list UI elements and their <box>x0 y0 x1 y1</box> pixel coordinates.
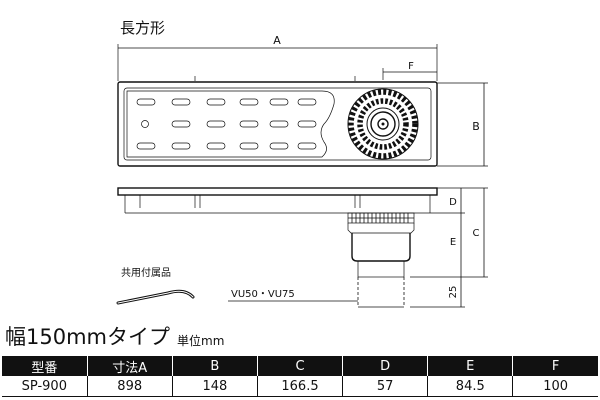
dimension-25-label: 25 <box>448 286 459 299</box>
header-dim-a: 寸法A <box>86 356 173 376</box>
dimension-d-label: D <box>449 197 457 208</box>
header-dim-b: B <box>171 356 258 376</box>
circular-drain <box>347 88 419 160</box>
dimension-a: A <box>117 34 438 81</box>
header-dim-d: D <box>342 356 428 376</box>
dimension-e: E <box>410 213 488 278</box>
drain-slots <box>136 98 317 150</box>
header-model: 型番 <box>2 356 88 376</box>
dimension-b: B <box>437 82 488 167</box>
shape-label: 長方形 <box>120 19 165 37</box>
grate-frame <box>117 81 438 167</box>
dimension-e-label: E <box>450 237 456 248</box>
accessory-label: 共用付属品 <box>121 266 171 279</box>
spec-table-header-row: 型番 寸法A B C D E F <box>2 356 598 376</box>
cell-dim-d: 57 <box>342 376 428 397</box>
table-row: SP-900 898 148 166.5 57 84.5 100 <box>2 376 598 397</box>
dimension-f-label: F <box>408 61 414 72</box>
pipe-label: VU50・VU75 <box>231 289 295 300</box>
vu-pipe-outline: VU50・VU75 <box>228 277 405 308</box>
cell-dim-f: 100 <box>512 376 598 397</box>
header-dim-e: E <box>427 356 513 376</box>
spec-table: 型番 寸法A B C D E F SP-900 898 148 166.5 57… <box>2 356 598 397</box>
top-view: A F B <box>117 34 488 167</box>
cell-dim-c: 166.5 <box>256 376 343 397</box>
accessory: 共用付属品 <box>116 266 195 305</box>
dimension-c-label: C <box>473 228 480 239</box>
technical-drawing: 長方形 A F B <box>116 19 488 308</box>
spec-unit: 単位mm <box>177 334 225 348</box>
cell-model: SP-900 <box>2 376 88 397</box>
side-view: D E C 25 VU50・VU75 <box>117 187 488 308</box>
dimension-b-label: B <box>472 120 480 133</box>
dimension-a-label: A <box>273 34 281 47</box>
side-flange <box>117 187 438 196</box>
cell-dim-b: 148 <box>171 376 258 397</box>
header-dim-f: F <box>512 356 598 376</box>
dimension-25: 25 <box>410 277 465 308</box>
cell-dim-a: 898 <box>86 376 173 397</box>
dimension-c: C <box>473 188 485 277</box>
dimension-f: F <box>382 61 437 80</box>
dimension-d: D <box>432 187 488 214</box>
header-dim-c: C <box>256 356 343 376</box>
drain-trap <box>347 212 415 278</box>
spec-title: 幅150mmタイプ <box>5 325 170 349</box>
cell-dim-e: 84.5 <box>427 376 513 397</box>
slotted-grate <box>126 90 335 158</box>
